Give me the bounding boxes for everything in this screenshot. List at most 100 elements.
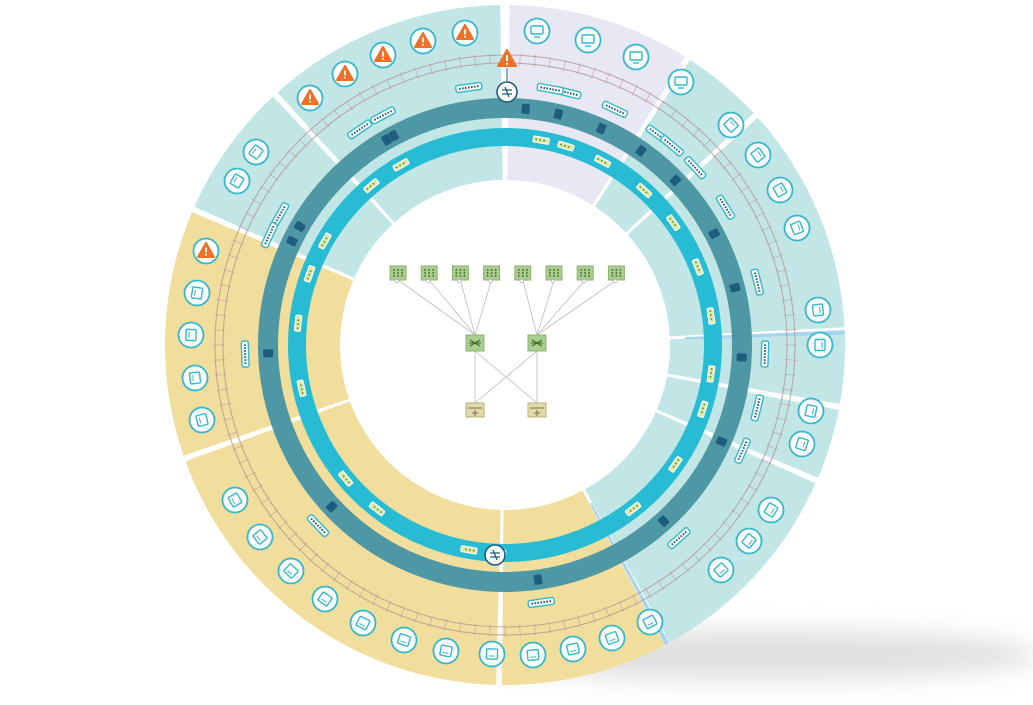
ring-connector-11[interactable] bbox=[715, 436, 728, 447]
ring-switch-19[interactable] bbox=[660, 134, 685, 157]
access-port-12[interactable] bbox=[697, 400, 709, 418]
access-switch-icon[interactable] bbox=[514, 265, 532, 284]
router-hub-icon[interactable] bbox=[484, 544, 506, 566]
ring-connector-12[interactable] bbox=[657, 515, 670, 528]
access-port-14[interactable] bbox=[624, 501, 642, 517]
device-icon[interactable] bbox=[311, 585, 339, 613]
ring-switch-4[interactable] bbox=[601, 100, 629, 119]
router-icon[interactable] bbox=[527, 402, 547, 418]
access-port-13[interactable] bbox=[668, 456, 683, 473]
device-icon[interactable] bbox=[804, 296, 832, 324]
device-icon[interactable] bbox=[181, 364, 209, 392]
ring-switch-15[interactable] bbox=[260, 221, 279, 249]
device-icon[interactable] bbox=[223, 167, 251, 195]
ring-connector-5[interactable] bbox=[596, 122, 607, 135]
access-port-9[interactable] bbox=[691, 258, 704, 276]
device-icon[interactable] bbox=[783, 214, 811, 242]
ring-switch-8[interactable] bbox=[750, 268, 765, 296]
device-icon[interactable] bbox=[744, 141, 772, 169]
device-icon[interactable] bbox=[478, 640, 506, 668]
router-icon[interactable] bbox=[465, 402, 485, 418]
monitor-icon[interactable] bbox=[523, 17, 551, 45]
access-port-19[interactable] bbox=[296, 379, 307, 397]
ring-switch-9[interactable] bbox=[760, 340, 770, 368]
ring-switch-10[interactable] bbox=[733, 437, 752, 465]
access-port-6[interactable] bbox=[594, 154, 612, 168]
device-icon[interactable] bbox=[349, 609, 377, 637]
ring-switch-13[interactable] bbox=[306, 513, 330, 538]
ring-connector-6[interactable] bbox=[635, 144, 647, 157]
ring-connector-9[interactable] bbox=[729, 282, 741, 293]
ring-connector-3[interactable] bbox=[521, 103, 530, 115]
device-icon[interactable] bbox=[806, 331, 834, 359]
ring-switch-6[interactable] bbox=[683, 155, 707, 180]
device-icon[interactable] bbox=[797, 397, 825, 425]
ring-connector-14[interactable] bbox=[325, 500, 338, 513]
device-icon[interactable] bbox=[757, 496, 785, 524]
ring-switch-17[interactable] bbox=[455, 81, 483, 94]
device-icon[interactable] bbox=[519, 641, 547, 669]
warning-icon[interactable] bbox=[331, 60, 359, 88]
access-switch-icon[interactable] bbox=[607, 265, 625, 284]
device-icon[interactable] bbox=[559, 635, 587, 663]
ring-switch-20[interactable] bbox=[750, 394, 765, 422]
access-port-21[interactable] bbox=[303, 265, 316, 283]
access-port-4[interactable] bbox=[532, 135, 550, 145]
ring-connector-13[interactable] bbox=[533, 574, 543, 586]
warning-icon[interactable] bbox=[451, 19, 479, 47]
access-port-11[interactable] bbox=[706, 365, 716, 383]
access-port-7[interactable] bbox=[636, 182, 653, 199]
access-port-16[interactable] bbox=[460, 545, 478, 555]
access-port-5[interactable] bbox=[557, 140, 575, 152]
warning-icon[interactable] bbox=[296, 84, 324, 112]
ring-connector-4[interactable] bbox=[553, 108, 564, 120]
ring-connector-8[interactable] bbox=[708, 228, 721, 240]
access-switch-icon[interactable] bbox=[451, 265, 469, 284]
ring-connector-2[interactable] bbox=[293, 221, 306, 233]
access-port-1[interactable] bbox=[392, 158, 410, 172]
access-port-20[interactable] bbox=[293, 314, 303, 332]
device-icon[interactable] bbox=[177, 321, 205, 349]
device-icon[interactable] bbox=[598, 624, 626, 652]
ring-connector-16[interactable] bbox=[286, 235, 298, 247]
ring-connector-15[interactable] bbox=[263, 349, 274, 358]
monitor-icon[interactable] bbox=[622, 43, 650, 71]
ring-connector-10[interactable] bbox=[736, 353, 747, 362]
device-icon[interactable] bbox=[766, 176, 794, 204]
access-port-17[interactable] bbox=[368, 501, 386, 517]
device-icon[interactable] bbox=[277, 557, 305, 585]
warning-icon[interactable] bbox=[409, 27, 437, 55]
access-switch-icon[interactable] bbox=[389, 265, 407, 284]
firewall-hub-icon[interactable] bbox=[496, 81, 518, 103]
device-icon[interactable] bbox=[717, 111, 745, 139]
ring-connector-1[interactable] bbox=[388, 129, 400, 142]
device-icon[interactable] bbox=[183, 279, 211, 307]
device-icon[interactable] bbox=[636, 608, 664, 636]
device-icon[interactable] bbox=[246, 523, 274, 551]
ring-connector-17[interactable] bbox=[381, 133, 393, 146]
access-switch-icon[interactable] bbox=[545, 265, 563, 284]
access-switch-icon[interactable] bbox=[420, 265, 438, 284]
device-icon[interactable] bbox=[221, 486, 249, 514]
ring-connector-7[interactable] bbox=[669, 174, 682, 187]
access-port-10[interactable] bbox=[706, 307, 716, 325]
core-switch-icon[interactable] bbox=[465, 334, 485, 352]
access-port-22[interactable] bbox=[363, 178, 380, 194]
access-switch-icon[interactable] bbox=[576, 265, 594, 284]
monitor-icon[interactable] bbox=[667, 68, 695, 96]
device-icon[interactable] bbox=[432, 637, 460, 665]
ring-switch-14[interactable] bbox=[240, 340, 250, 368]
ring-switch-11[interactable] bbox=[667, 527, 691, 550]
ring-switch-12[interactable] bbox=[527, 596, 555, 609]
device-icon[interactable] bbox=[788, 430, 816, 458]
ring-switch-7[interactable] bbox=[715, 194, 736, 221]
device-icon[interactable] bbox=[735, 527, 763, 555]
warning-icon[interactable] bbox=[192, 237, 220, 265]
ring-switch-18[interactable] bbox=[536, 82, 564, 96]
warning-icon[interactable] bbox=[369, 41, 397, 69]
monitor-icon[interactable] bbox=[574, 26, 602, 54]
ring-switch-1[interactable] bbox=[369, 106, 397, 125]
access-port-8[interactable] bbox=[666, 214, 681, 231]
access-port-2[interactable] bbox=[318, 232, 332, 250]
device-icon[interactable] bbox=[188, 406, 216, 434]
